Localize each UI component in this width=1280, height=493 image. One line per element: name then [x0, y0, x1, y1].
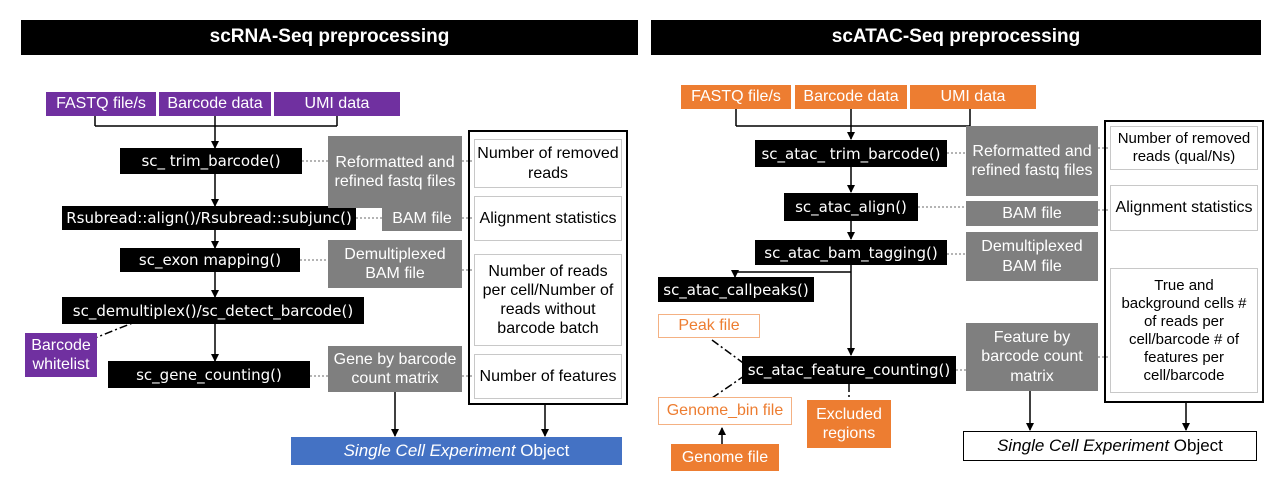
sc-atac-trim-barcode-function: sc_atac_ trim_barcode() [755, 140, 947, 167]
demultiplexed-bam-output: Demultiplexed BAM file [328, 240, 462, 288]
object-italic-label-atac: Single Cell Experiment [997, 435, 1170, 455]
alignment-stat-atac: Alignment statistics [1110, 185, 1258, 231]
fastq-input: FASTQ file/s [46, 92, 156, 116]
sc-atac-callpeaks-function: sc_atac_callpeaks() [658, 277, 814, 302]
gene-count-matrix-output: Gene by barcode count matrix [328, 346, 462, 392]
umi-data-input: UMI data [274, 92, 400, 116]
refined-fastq-output: Reformatted and refined fastq files [328, 136, 462, 208]
scatac-header: scATAC-Seq preprocessing [651, 20, 1261, 55]
sce-object-left: Single Cell Experiment Object [291, 437, 622, 465]
reads-per-cell-stat: Number of reads per cell/Number of reads… [474, 254, 622, 346]
umi-data-input-atac: UMI data [910, 85, 1036, 109]
rsubread-align-function: Rsubread::align()/Rsubread::subjunc() [62, 206, 356, 230]
features-stat: Number of features [474, 354, 622, 399]
removed-reads-stat: Number of removed reads [474, 139, 622, 188]
bam-file-output: BAM file [382, 207, 462, 231]
bam-file-output-atac: BAM file [966, 201, 1098, 226]
stats-frame [468, 130, 628, 405]
scrna-header: scRNA-Seq preprocessing [21, 20, 638, 55]
fastq-input-atac: FASTQ file/s [681, 85, 791, 109]
demultiplexed-bam-output-atac: Demultiplexed BAM file [966, 232, 1098, 281]
sc-atac-feature-counting-function: sc_atac_feature_counting() [742, 356, 956, 384]
peak-file: Peak file [658, 314, 760, 338]
stats-frame-atac [1104, 120, 1264, 403]
barcode-data-input: Barcode data [159, 92, 271, 116]
feature-count-matrix-output: Feature by barcode count matrix [966, 323, 1098, 391]
barcode-data-input-atac: Barcode data [795, 85, 907, 109]
alignment-stat: Alignment statistics [474, 196, 622, 241]
sc-demultiplex-function: sc_demultiplex()/sc_detect_barcode() [62, 297, 364, 324]
genome-bin-file: Genome_bin file [658, 397, 792, 425]
removed-reads-stat-atac: Number of removed reads (qual/Ns) [1110, 126, 1258, 170]
excluded-regions: Excluded regions [807, 400, 891, 448]
sc-atac-bam-tagging-function: sc_atac_bam_tagging() [755, 240, 947, 265]
refined-fastq-output-atac: Reformatted and refined fastq files [966, 126, 1098, 196]
sc-gene-counting-function: sc_gene_counting() [108, 361, 310, 388]
sc-trim-barcode-function: sc_ trim_barcode() [120, 148, 302, 174]
object-label: Object [515, 440, 570, 460]
object-italic-label: Single Cell Experiment [343, 440, 516, 460]
sc-exon-mapping-function: sc_exon mapping() [120, 248, 300, 272]
barcode-whitelist-input: Barcode whitelist [25, 333, 97, 377]
sc-atac-align-function: sc_atac_align() [784, 193, 918, 221]
genome-file: Genome file [671, 444, 779, 471]
sce-object-right: Single Cell Experiment Object [963, 431, 1257, 461]
cells-features-stat-atac: True and background cells # of reads per… [1110, 268, 1258, 393]
object-label-atac: Object [1169, 435, 1223, 455]
